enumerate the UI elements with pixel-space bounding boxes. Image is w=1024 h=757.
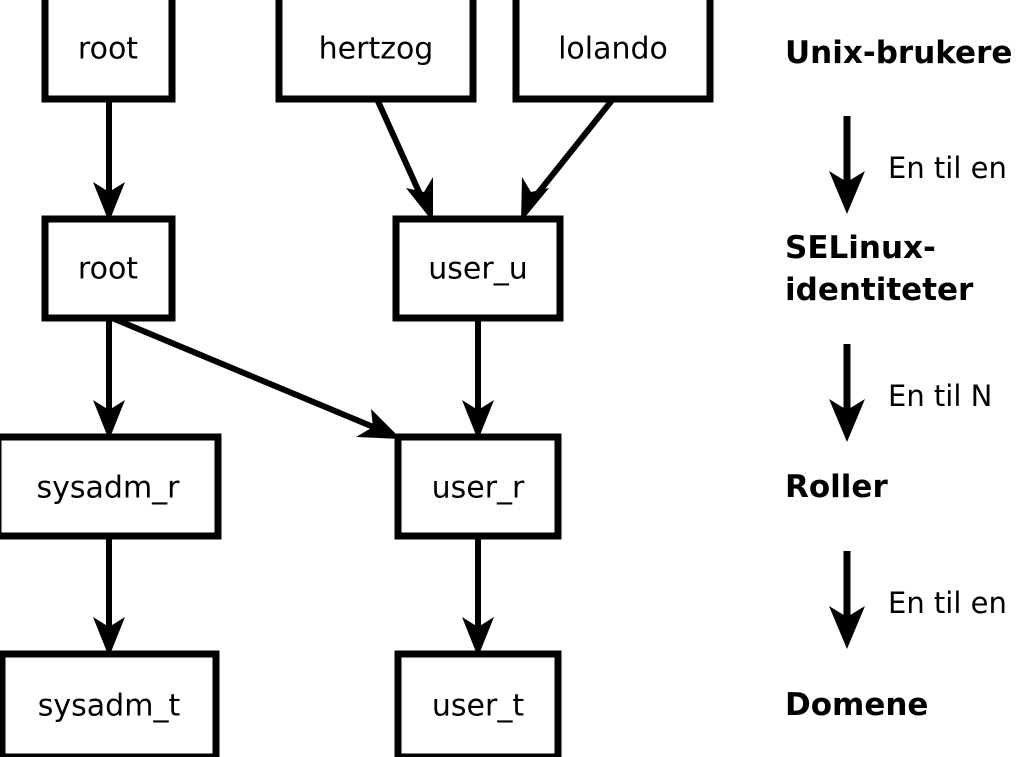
edge-selinux-root-to-user-r — [110, 315, 401, 439]
edge-user-r-to-user-t — [462, 536, 494, 657]
legend-relation-label-1: En til en — [888, 151, 1007, 185]
node-unix-user-lolando[interactable]: lolando — [512, 0, 714, 103]
edge-sysadm-r-to-sysadm-t — [93, 536, 125, 657]
node-role-user-r[interactable]: user_r — [394, 433, 562, 540]
legend-arrow-one-to-one-a — [829, 116, 865, 214]
legend-stage-unix-brukere: Unix-brukere — [785, 35, 1012, 71]
node-label: lolando — [558, 32, 668, 67]
node-label: user_u — [428, 252, 527, 287]
legend-column: Unix-brukere En til en SELinux- identite… — [785, 35, 1012, 723]
node-role-sysadm-r[interactable]: sysadm_r — [0, 433, 222, 540]
edge-unix-root-to-selinux-root — [93, 99, 125, 222]
edge-group — [93, 97, 616, 657]
node-selinux-identity-user-u[interactable]: user_u — [392, 215, 564, 322]
node-selinux-identity-root[interactable]: root — [41, 215, 176, 322]
node-unix-user-hertzog[interactable]: hertzog — [275, 0, 477, 103]
legend-stage-selinux-identiteter-line1: SELinux- — [785, 230, 936, 266]
node-label: user_t — [432, 689, 524, 724]
node-group: root hertzog lolando root user_u sysadm_ — [0, 0, 714, 757]
legend-arrow-one-to-one-b — [829, 551, 865, 649]
legend-stage-roller: Roller — [785, 469, 888, 505]
edge-hertzog-to-user-u — [374, 97, 433, 222]
node-label: root — [78, 32, 138, 67]
legend-relation-label-3: En til en — [888, 586, 1007, 620]
node-label: root — [78, 252, 138, 287]
node-label: sysadm_r — [37, 471, 181, 506]
node-domain-user-t[interactable]: user_t — [394, 650, 562, 757]
node-label: sysadm_t — [38, 689, 181, 724]
legend-arrow-one-to-n — [829, 344, 865, 442]
node-domain-sysadm-t[interactable]: sysadm_t — [0, 650, 220, 757]
node-unix-user-root[interactable]: root — [41, 0, 176, 103]
edge-selinux-root-to-sysadm-r — [93, 318, 125, 440]
edge-lolando-to-user-u — [521, 97, 616, 222]
legend-relation-label-2: En til N — [888, 379, 992, 413]
legend-stage-domene: Domene — [785, 687, 928, 723]
legend-stage-selinux-identiteter-line2: identiteter — [785, 272, 974, 308]
node-label: user_r — [432, 471, 525, 506]
edge-user-u-to-user-r — [462, 318, 494, 440]
node-label: hertzog — [319, 32, 434, 67]
